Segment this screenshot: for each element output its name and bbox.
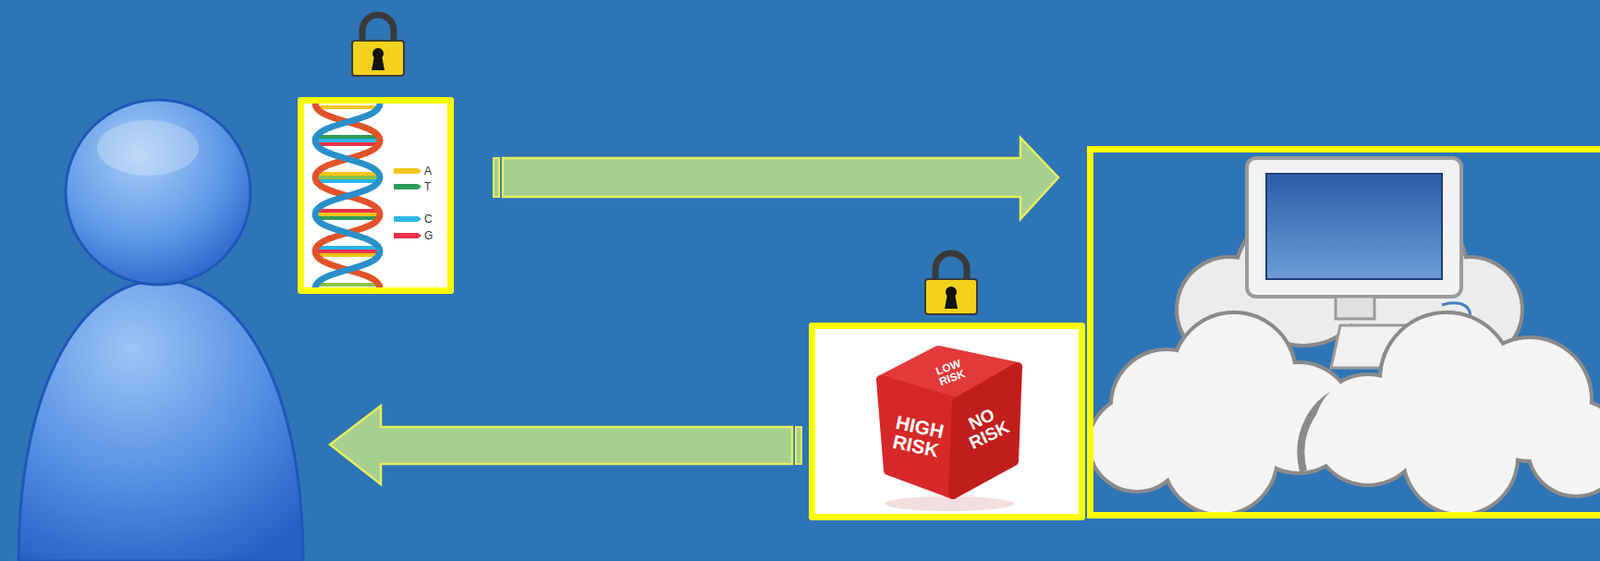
node-text: LOW RISK xyxy=(928,355,973,391)
node-text: C xyxy=(424,213,433,225)
node-text: G xyxy=(424,230,433,242)
cloud-computer xyxy=(1090,149,1600,516)
padlock-icon xyxy=(352,14,404,76)
node-text: NO RISK xyxy=(953,399,1018,455)
arrow-left xyxy=(329,405,802,485)
dna-illustration xyxy=(297,97,454,294)
node-text: T xyxy=(424,181,431,193)
risk-dice xyxy=(808,322,1086,521)
user-icon xyxy=(18,99,304,561)
node-text: HIGH RISK xyxy=(880,410,954,463)
base-pair-bars xyxy=(393,168,422,239)
padlock-icon xyxy=(925,253,978,315)
node-text: A xyxy=(424,165,432,177)
dna-card: AT CG xyxy=(297,97,454,294)
arrow-right xyxy=(493,137,1059,220)
risk-card: LOW RISK HIGH RISKNO RISK xyxy=(808,322,1086,521)
